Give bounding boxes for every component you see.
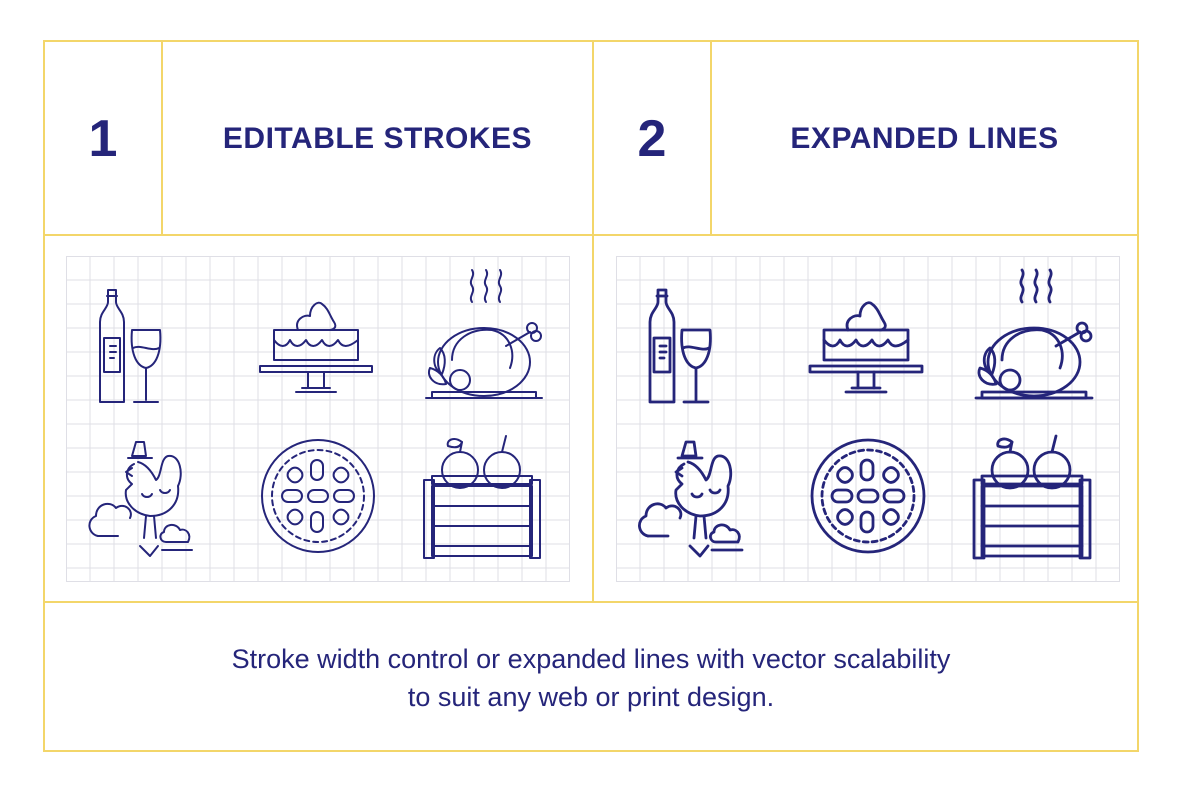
wine-icon xyxy=(648,288,712,404)
apple-crate-icon xyxy=(972,434,1092,560)
section-title-expanded-lines: EXPANDED LINES xyxy=(790,121,1059,155)
caption: Stroke width control or expanded lines w… xyxy=(45,604,1137,752)
section-number-1: 1 xyxy=(88,109,118,168)
rooster-icon xyxy=(638,440,744,558)
divider-header xyxy=(45,234,1137,236)
divider-center xyxy=(592,42,594,602)
grid-canvas xyxy=(66,256,570,582)
icon-panel-editable-strokes xyxy=(66,256,570,582)
pie-icon xyxy=(261,439,375,553)
divider-caption xyxy=(45,601,1137,603)
divider-num-2 xyxy=(710,42,712,235)
wine-icon xyxy=(99,289,162,403)
cake-icon xyxy=(808,301,924,394)
cake-icon xyxy=(259,301,373,393)
caption-line-2: to suit any web or print design. xyxy=(407,682,775,712)
apple-crate-icon xyxy=(423,435,541,559)
section-title-editable-strokes: EDITABLE STROKES xyxy=(222,121,533,155)
grid-lines xyxy=(66,256,570,582)
rooster-icon xyxy=(88,441,193,557)
turkey-icon xyxy=(425,269,543,399)
grid-lines xyxy=(616,256,1120,582)
section-number-2: 2 xyxy=(637,109,667,168)
turkey-icon xyxy=(974,268,1094,400)
pie-icon xyxy=(810,438,926,554)
frame: 1 EDITABLE STROKES 2 EXPANDED LINES xyxy=(43,40,1139,752)
grid-canvas xyxy=(616,256,1120,582)
caption-line-1: Stroke width control or expanded lines w… xyxy=(231,644,951,674)
icon-panel-expanded-lines xyxy=(616,256,1120,582)
divider-num-1 xyxy=(161,42,163,235)
